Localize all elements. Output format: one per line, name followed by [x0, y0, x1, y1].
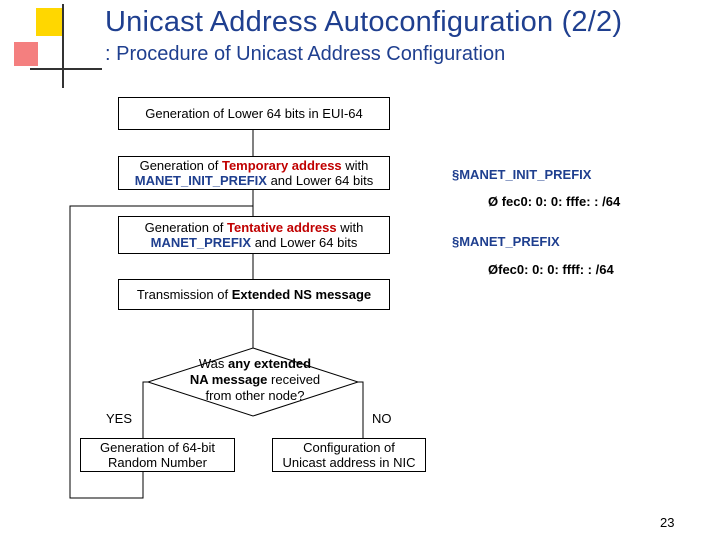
decision-line3: from other node?: [205, 388, 305, 403]
yes-box-line1: Generation of 64-bit: [100, 440, 215, 455]
step2-pre: Generation of: [139, 158, 222, 173]
page-title: Unicast Address Autoconfiguration (2/2): [105, 6, 623, 38]
decision-line2-post: received: [267, 372, 321, 387]
no-box-line1: Configuration of: [303, 440, 395, 455]
manet-init-prefix-text: MANET_INIT_PREFIX: [134, 173, 267, 188]
decor-vertical-line: [62, 4, 64, 88]
decision-line2-bold: NA message: [189, 372, 268, 387]
tentative-address-highlight: Tentative address: [227, 220, 337, 235]
step-ns-transmission: Transmission of Extended NS message: [118, 279, 390, 310]
extended-ns-message-text: Extended NS message: [231, 287, 372, 302]
yes-random-number-box: Generation of 64-bit Random Number: [80, 438, 235, 472]
step-temporary-address: Generation of Temporary address with MAN…: [118, 156, 390, 190]
decor-yellow-square: [36, 8, 64, 36]
note-init-prefix-value: Ø fec0: 0: 0: fffe: : /64: [488, 194, 621, 209]
step4-pre: Transmission of: [136, 287, 232, 302]
decision-na-received: Was any extended NA message received fro…: [160, 356, 350, 404]
step3-mid: with: [336, 220, 364, 235]
step3-pre: Generation of: [144, 220, 228, 235]
step-eui64-label: Generation of Lower 64 bits in EUI-64: [145, 106, 363, 121]
yes-label: YES: [106, 411, 133, 426]
decor-red-square: [14, 42, 38, 66]
step-tentative-address: Generation of Tentative address with MAN…: [118, 216, 390, 254]
temporary-address-highlight: Temporary address: [221, 158, 342, 173]
page-subtitle: : Procedure of Unicast Address Configura…: [105, 43, 506, 65]
decision-line1-pre: Was: [198, 356, 229, 371]
no-label: NO: [372, 411, 392, 426]
note-init-prefix-label: §MANET_INIT_PREFIX: [452, 167, 592, 182]
yes-box-line2: Random Number: [108, 455, 207, 470]
step2-mid: with: [341, 158, 369, 173]
page-number: 23: [660, 515, 675, 530]
step-eui64-generation: Generation of Lower 64 bits in EUI-64: [118, 97, 390, 130]
note-prefix-label: §MANET_PREFIX: [452, 234, 560, 249]
no-configuration-box: Configuration of Unicast address in NIC: [272, 438, 426, 472]
manet-prefix-text: MANET_PREFIX: [150, 235, 252, 250]
decor-horizontal-line: [30, 68, 102, 70]
no-box-line2: Unicast address in NIC: [282, 455, 416, 470]
note-prefix-value: Øfec0: 0: 0: ffff: : /64: [488, 262, 614, 277]
step3-post: and Lower 64 bits: [251, 235, 358, 250]
step2-post: and Lower 64 bits: [266, 173, 374, 188]
decision-line1-bold: any extended: [228, 356, 312, 371]
